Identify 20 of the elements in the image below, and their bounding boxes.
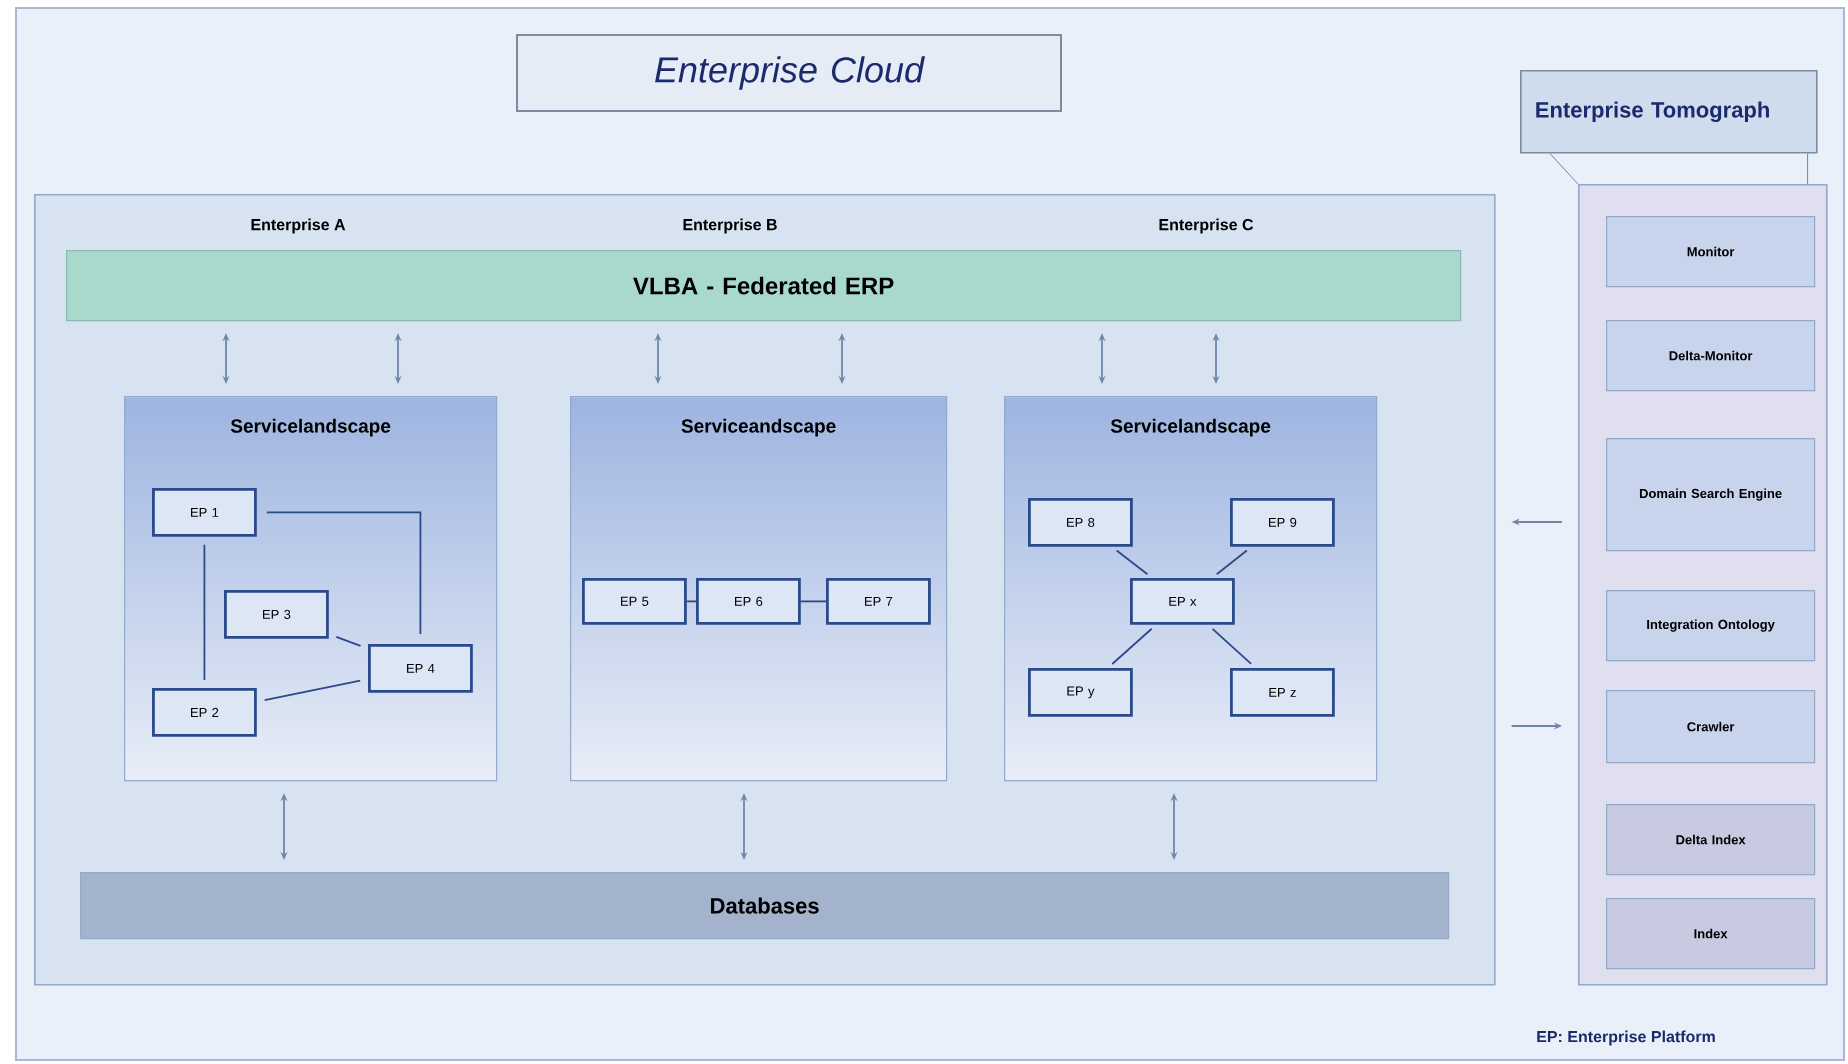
connector-line [335, 635, 362, 647]
section-label: Enterprise B [683, 218, 777, 234]
connector-line [685, 600, 697, 603]
erp-banner: VLBA - Federated ERP [66, 250, 1462, 322]
connector-line [1807, 153, 1809, 185]
connector-line [1211, 627, 1253, 665]
connector-line [265, 511, 422, 635]
section-label: Enterprise A [251, 218, 346, 234]
connector-line [1215, 549, 1248, 576]
database-bar: Databases [80, 872, 1450, 940]
footnote: EP: Enterprise Platform [1537, 1030, 1715, 1046]
title-box: Enterprise Cloud [516, 34, 1062, 112]
section-label: Enterprise C [1159, 218, 1254, 234]
connector-line [1111, 627, 1153, 665]
connector-line [203, 543, 206, 681]
connector-line [1549, 153, 1579, 185]
heading-box: Enterprise Tomograph [1520, 70, 1818, 154]
connector-line [263, 679, 362, 701]
connector-line [799, 600, 827, 603]
connector-line [1115, 549, 1149, 576]
